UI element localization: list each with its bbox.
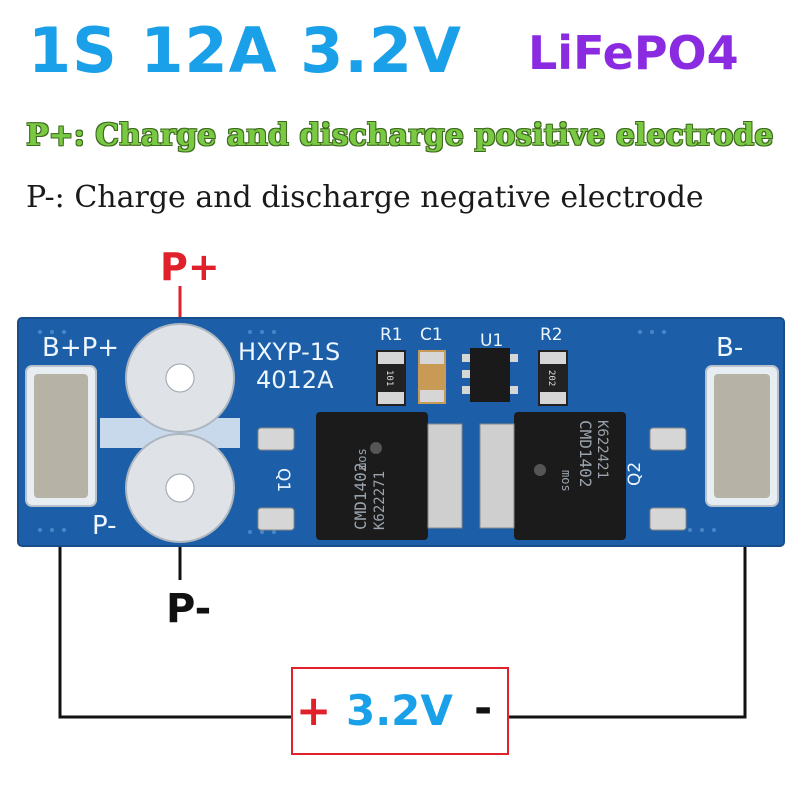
mosfet-q1-part: CMD1402 (351, 463, 370, 530)
p-minus-callout: P- (166, 586, 212, 632)
silk-r1: R1 (380, 325, 403, 345)
mosfet-q2 (479, 412, 626, 540)
resistor-r1-value: 101 (384, 370, 394, 386)
mosfet-q2-brand: mos (559, 470, 573, 492)
silk-u1: U1 (480, 331, 503, 351)
battery-box (291, 667, 509, 755)
battery-voltage: 3.2V (346, 686, 453, 735)
mosfet-q2-part: CMD1402 (576, 420, 595, 487)
silk-bottom-left-label: P- (92, 511, 117, 541)
silk-model: HXYP-1S (238, 338, 340, 366)
silk-right-pad-label: B- (716, 333, 743, 363)
ic-u1 (462, 348, 518, 402)
silk-c1: C1 (420, 325, 443, 345)
p-plus-description: P+: Charge and discharge positive electr… (26, 118, 774, 153)
resistor-r2-value: 202 (546, 370, 556, 386)
q2-gate-pad (649, 427, 687, 451)
p-minus-description: P-: Charge and discharge negative electr… (26, 180, 704, 215)
p-plus-callout: P+ (160, 245, 220, 289)
title-chemistry: LiFePO4 (528, 26, 739, 80)
q1-source-pad (257, 507, 295, 531)
silk-model-code: 4012A (256, 366, 334, 394)
right-battery-pad-solder (714, 374, 770, 498)
q2-source-pad (649, 507, 687, 531)
silk-q2: Q2 (625, 462, 645, 486)
left-battery-pad-solder (34, 374, 88, 498)
q1-gate-pad (257, 427, 295, 451)
battery-plus-sign: + (296, 686, 332, 735)
vias (38, 330, 716, 534)
silk-r2: R2 (540, 325, 563, 345)
mosfet-q2-code: K622421 (594, 420, 610, 479)
title-main: 1S 12A 3.2V (28, 14, 463, 87)
mosfet-q1-code: K622271 (372, 471, 388, 530)
battery-minus-sign: - (474, 683, 493, 734)
mosfet-q1 (316, 412, 463, 540)
mosfet-q1-brand: mos (355, 448, 369, 470)
silk-left-pad-label: B+P+ (42, 333, 119, 363)
silk-q1: Q1 (273, 468, 293, 492)
